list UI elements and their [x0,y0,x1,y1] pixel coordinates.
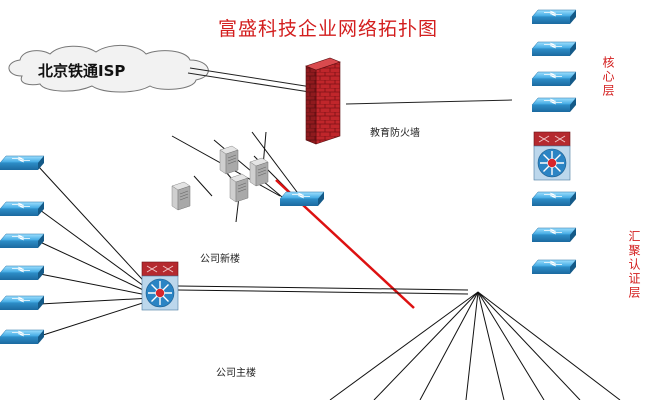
access-switch-icon [0,265,45,281]
aggregation-layer-label: 汇聚认证层 [627,230,641,300]
isp-label: 北京铁通ISP [38,62,126,80]
access-switch-icon [0,329,45,345]
access-switch-icon [0,201,45,217]
aggregation-switch-icon [531,191,577,207]
firewall-icon [305,57,341,145]
core-switch-icon [533,131,571,181]
server-icon [249,157,269,187]
new-building-label: 公司新楼 [200,254,240,265]
main-building-links [329,291,621,400]
core-layer-switch-icon [531,97,577,113]
access-switch-icon [0,233,45,249]
main-building-label: 公司主楼 [216,368,256,379]
building-switch-icon [279,191,325,207]
isp-cloud [8,45,209,93]
server-icon [229,173,249,203]
server-icon [171,181,191,211]
diagram-title: 富盛科技企业网络拓扑图 [218,18,439,40]
access-links [37,165,469,337]
core-layer-switch-icon [531,71,577,87]
wan-links [187,67,513,105]
core-switch-icon [141,261,179,311]
core-layer-switch-icon [531,41,577,57]
server-icon [219,145,239,175]
aggregation-switch-icon [531,259,577,275]
access-switch-icon [0,295,45,311]
core-layer-switch-icon [531,9,577,25]
aggregation-switch-icon [531,227,577,243]
firewall-label: 教育防火墙 [370,128,420,139]
core-layer-label: 核心层 [601,56,615,98]
access-switch-icon [0,155,45,171]
